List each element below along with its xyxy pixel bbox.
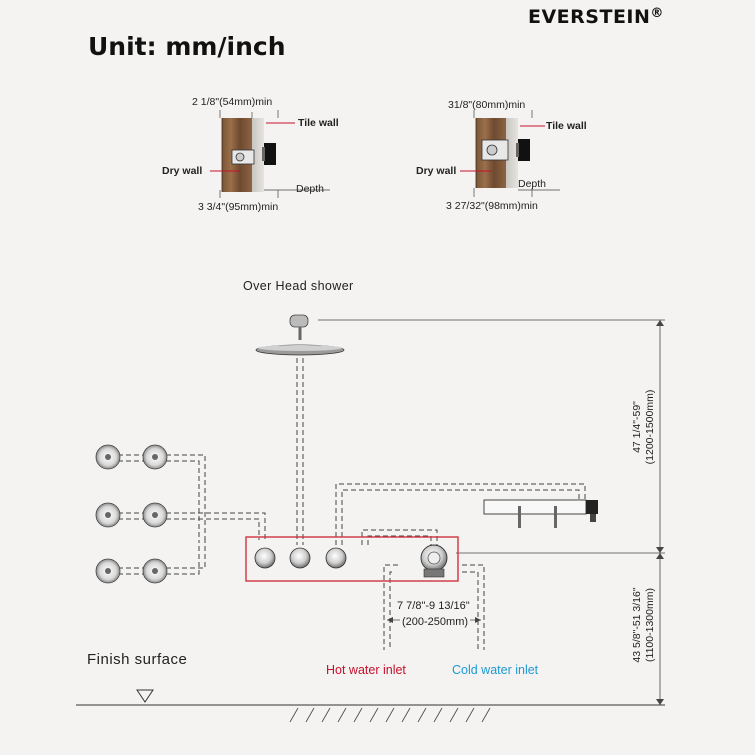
- upper-height-inch: 47 1/4"-59": [631, 401, 643, 453]
- overhead-shower-label: Over Head shower: [243, 279, 354, 293]
- lower-height-mm: (1100-1300mm): [644, 588, 656, 662]
- right-bottom-dimension: 3 27/32"(98mm)min: [446, 200, 538, 212]
- wall-section-left: [210, 110, 330, 198]
- upper-height-dimension: 47 1/4"-59" (1200-1500mm): [631, 372, 657, 482]
- cold-water-inlet-label: Cold water inlet: [452, 663, 539, 677]
- brand-logo: EVERSTEIN®: [528, 6, 664, 28]
- brand-name: EVERSTEIN: [528, 6, 651, 28]
- finish-surface-label: Finish surface: [87, 651, 188, 668]
- left-top-dimension: 2 1/8"(54mm)min: [192, 96, 273, 108]
- right-depth-label: Depth: [518, 178, 547, 190]
- body-jets: [95, 444, 168, 584]
- overhead-shower: [255, 314, 345, 356]
- right-dry-wall-label: Dry wall: [416, 165, 457, 177]
- inlet-spacing-inch: 7 7/8"-9 13/16": [397, 600, 470, 612]
- inlet-spacing-mm: (200-250mm): [400, 616, 471, 628]
- hand-shower-bar: [483, 499, 598, 528]
- left-bottom-dimension: 3 3/4"(95mm)min: [198, 201, 279, 213]
- hot-water-inlet-label: Hot water inlet: [326, 663, 406, 677]
- right-tile-wall-label: Tile wall: [546, 120, 587, 132]
- left-tile-wall-label: Tile wall: [298, 117, 339, 129]
- brand-mark: ®: [650, 6, 664, 21]
- lower-height-inch: 43 5/8"-51 3/16": [631, 587, 643, 663]
- left-dry-wall-label: Dry wall: [162, 165, 203, 177]
- right-top-dimension: 31/8"(80mm)min: [448, 99, 526, 111]
- valve-knobs: [254, 544, 448, 578]
- left-depth-label: Depth: [296, 183, 325, 195]
- lower-height-dimension: 43 5/8"-51 3/16" (1100-1300mm): [631, 565, 657, 685]
- valve-box: [245, 536, 459, 582]
- upper-height-mm: (1200-1500mm): [644, 389, 656, 465]
- unit-title: Unit: mm/inch: [88, 32, 286, 61]
- wall-section-right: [460, 110, 560, 197]
